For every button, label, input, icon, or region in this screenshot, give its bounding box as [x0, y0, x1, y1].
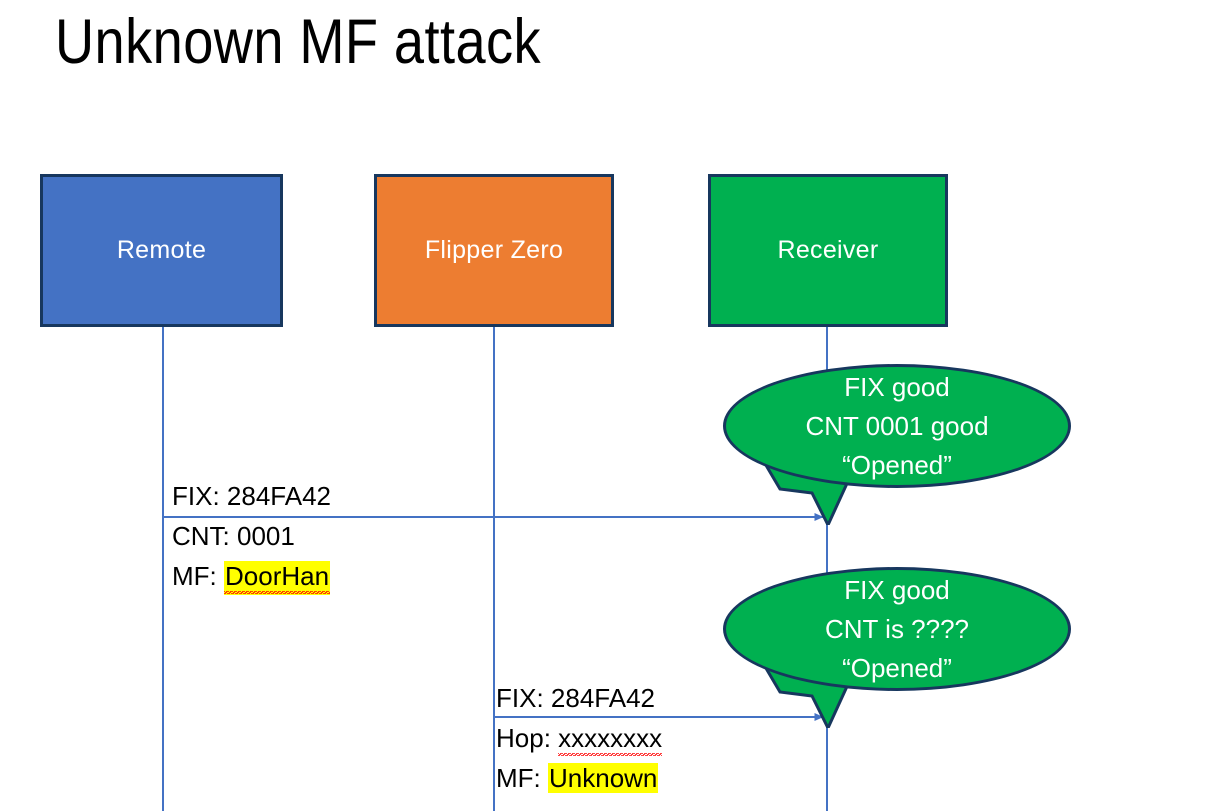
message-label-2: FIX: 284FA42 Hop: xxxxxxxx MF: Unknown [496, 678, 663, 798]
message-1-mf-value: DoorHan [224, 561, 331, 595]
actor-label-remote: Remote [116, 236, 207, 264]
message-1-fix-prefix: FIX: [172, 481, 227, 511]
message-2-fix-prefix: FIX: [496, 683, 551, 713]
callout-1-line-1: FIX good [844, 371, 950, 402]
message-1-cnt-value: 0001 [237, 521, 295, 551]
message-1-cnt-prefix: CNT: [172, 521, 237, 551]
message-1-line-fix: FIX: 284FA42 [172, 476, 331, 516]
actor-box-receiver[interactable]: Receiver [708, 174, 948, 327]
message-2-line-fix: FIX: 284FA42 [496, 678, 662, 718]
message-2-line-hop: Hop: xxxxxxxx [496, 718, 663, 758]
callout-1-line-2: CNT 0001 good [805, 410, 989, 441]
callout-bubble-receiver-response-1[interactable]: FIX good CNT 0001 good “Opened” [723, 364, 1071, 488]
message-1-mf-prefix: MF: [172, 561, 224, 591]
page-title: Unknown MF attack [55, 7, 542, 77]
callout-2-line-2: CNT is ???? [824, 613, 970, 644]
message-2-hop-prefix: Hop: [496, 723, 559, 753]
actor-label-receiver: Receiver [777, 236, 879, 264]
callout-1-line-3: “Opened” [842, 449, 952, 480]
message-2-mf-prefix: MF: [496, 763, 548, 793]
callout-2-line-3: “Opened” [842, 652, 952, 683]
message-1-line-cnt: CNT: 0001 [172, 516, 331, 556]
callout-bubble-receiver-response-2[interactable]: FIX good CNT is ???? “Opened” [723, 567, 1071, 691]
actor-box-remote[interactable]: Remote [40, 174, 283, 327]
actor-label-flipper: Flipper Zero [424, 236, 564, 264]
message-2-fix-value: 284FA42 [550, 683, 655, 713]
callout-2-line-1: FIX good [844, 574, 950, 605]
message-label-1: FIX: 284FA42 CNT: 0001 MF: DoorHan [172, 476, 331, 596]
message-2-mf-value: Unknown [548, 763, 659, 793]
actor-box-flipper[interactable]: Flipper Zero [374, 174, 614, 327]
message-1-fix-value: 284FA42 [226, 481, 331, 511]
message-2-line-mf: MF: Unknown [496, 758, 662, 798]
message-1-line-mf: MF: DoorHan [172, 556, 331, 596]
message-2-hop-value: xxxxxxxx [558, 723, 663, 757]
